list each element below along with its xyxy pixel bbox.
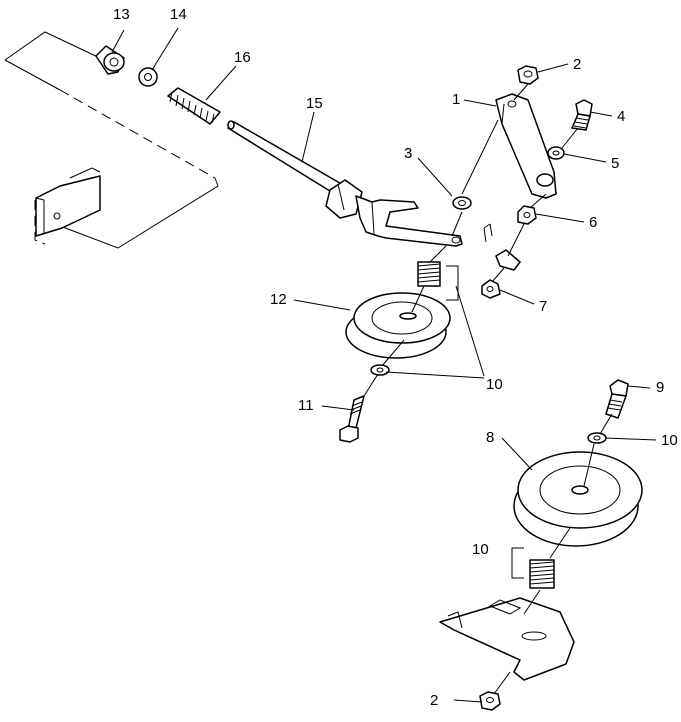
callout-1: 1 bbox=[452, 91, 460, 108]
callout-5: 5 bbox=[611, 155, 619, 172]
leader-lines bbox=[111, 27, 657, 703]
part-10-spring-lower bbox=[511, 547, 555, 589]
assembly-lines bbox=[363, 83, 613, 695]
part-8-pulley bbox=[513, 451, 643, 547]
part-3-washer bbox=[452, 196, 472, 210]
part-13-bushing bbox=[95, 45, 125, 75]
callout-2-top: 2 bbox=[573, 56, 581, 73]
part-2-nut-bottom bbox=[479, 691, 501, 711]
callout-13: 13 bbox=[113, 6, 130, 23]
callout-16: 16 bbox=[234, 49, 251, 66]
frame-bracket bbox=[35, 167, 101, 237]
part-2-nut-top bbox=[517, 65, 539, 85]
callout-9: 9 bbox=[656, 379, 664, 396]
callout-6: 6 bbox=[589, 214, 597, 231]
callout-10-c: 10 bbox=[472, 541, 489, 558]
callout-10-a: 10 bbox=[486, 376, 503, 393]
callout-4: 4 bbox=[617, 108, 625, 125]
part-14-washer bbox=[138, 67, 158, 87]
part-10-washer-a bbox=[370, 364, 390, 376]
callout-labels: 13 14 16 15 2 1 4 3 5 6 12 7 10 11 9 8 1… bbox=[113, 6, 678, 709]
callout-3: 3 bbox=[404, 145, 412, 162]
part-16-spring bbox=[167, 87, 221, 125]
callout-2-bottom: 2 bbox=[430, 692, 438, 709]
part-11-bolt bbox=[339, 395, 365, 443]
part-15-rod bbox=[227, 120, 463, 247]
part-5-washer bbox=[547, 146, 565, 160]
callout-10-b: 10 bbox=[661, 432, 678, 449]
part-1-arm bbox=[495, 93, 557, 199]
part-7-nut bbox=[481, 279, 501, 299]
callout-11: 11 bbox=[298, 397, 314, 414]
part-6-nut bbox=[517, 205, 537, 225]
frame-outline bbox=[4, 31, 219, 249]
callout-14: 14 bbox=[170, 6, 187, 23]
callout-12: 12 bbox=[270, 291, 287, 308]
spacer bbox=[483, 223, 521, 271]
part-9-bolt bbox=[605, 379, 629, 419]
part-12-pulley bbox=[345, 292, 451, 359]
part-4-bolt bbox=[571, 99, 593, 131]
callout-15: 15 bbox=[306, 95, 323, 112]
lower-bracket bbox=[439, 597, 575, 681]
part-10-spring-upper bbox=[417, 261, 459, 301]
part-10-washer-b bbox=[587, 432, 607, 444]
callout-7: 7 bbox=[539, 298, 547, 315]
callout-8: 8 bbox=[486, 429, 494, 446]
